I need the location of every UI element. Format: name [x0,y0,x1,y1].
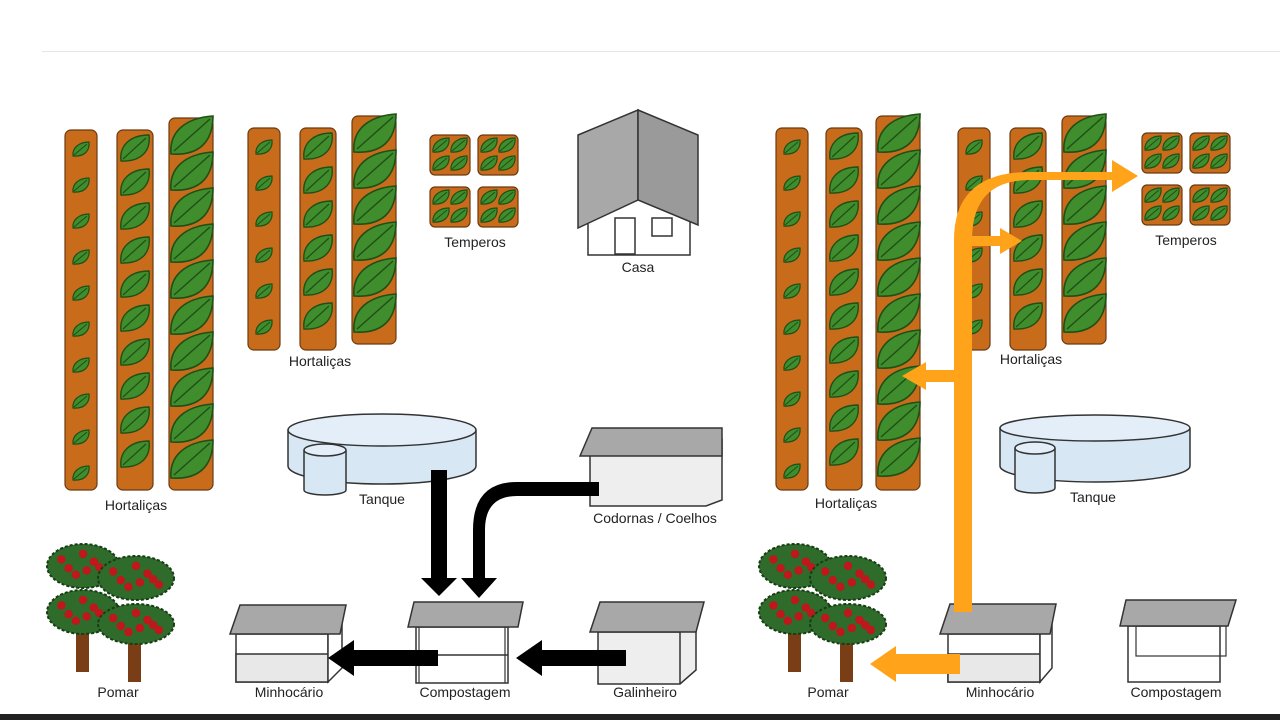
bed-row [64,129,98,491]
label-hortalicas-big: Hortaliças [105,497,167,513]
water-tank-icon [999,414,1191,494]
house-icon [577,108,699,256]
spice-beds [1141,132,1231,226]
bed-row [1061,113,1107,345]
left-scene [46,108,723,685]
label-hortalicas-small: Hortaliças [289,353,351,369]
bed-row [825,127,863,491]
bed-row [299,127,337,351]
label-compostagem: Compostagem [1130,684,1221,700]
vegetable-bed-big [64,115,214,491]
bed-row [875,113,921,491]
spice-bed [429,186,471,228]
bottom-border [0,714,1280,720]
label-pomar: Pomar [807,684,849,700]
spice-bed [429,134,471,176]
right-scene [758,113,1238,685]
orchard-icon [46,543,175,682]
spice-bed [477,186,519,228]
label-galinheiro: Galinheiro [613,684,677,700]
label-compostagem: Compostagem [419,684,510,700]
chicken-coop-icon [588,601,705,685]
vegetable-bed-small [247,113,397,351]
flow-arrows-black [328,470,626,676]
spice-bed [1189,132,1231,174]
label-hortalicas-big: Hortaliças [815,495,877,511]
compost-bin-icon [407,601,524,684]
orchard-icon [758,543,887,682]
label-pomar: Pomar [97,684,139,700]
spice-bed [1141,132,1183,174]
bed-row [247,127,281,351]
vegetable-bed-small [957,113,1107,351]
label-codornas-coelhos: Codornas / Coelhos [593,510,717,526]
spice-bed [477,134,519,176]
compost-bin-icon [1119,599,1238,683]
flow-arrows-orange [870,160,1138,682]
bed-row [775,127,809,491]
spice-bed [1141,184,1183,226]
water-tank-icon [287,413,477,496]
quail-rabbit-shed-icon [578,427,723,507]
bed-row [168,115,214,491]
label-hortalicas-small: Hortaliças [1000,351,1062,367]
label-tanque: Tanque [1070,489,1116,505]
label-minhocario: Minhocário [966,684,1035,700]
worm-farm-icon [228,604,347,684]
label-minhocario: Minhocário [255,684,324,700]
label-temperos: Temperos [444,234,505,250]
label-casa: Casa [622,259,655,275]
bed-row [116,129,154,491]
spice-bed [1189,184,1231,226]
top-divider [42,51,1280,52]
spice-beds [429,134,519,228]
label-tanque: Tanque [359,491,405,507]
vegetable-bed-big [775,113,921,491]
label-temperos: Temperos [1155,232,1216,248]
bed-row [351,113,397,345]
